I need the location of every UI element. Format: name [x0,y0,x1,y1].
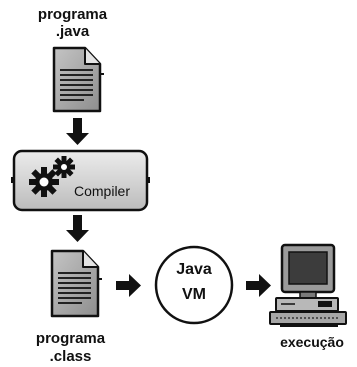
gears-icon [29,156,75,197]
compiler-label: Compiler [73,183,130,199]
jvm-label-line1: Java [176,261,212,278]
computer-icon [269,243,347,327]
arrow-down-icon [66,118,89,145]
source-file-extension: .java [55,23,90,40]
compiler-box [11,149,150,212]
jvm-label-line2: VM [182,286,206,303]
jvm-circle [154,245,234,325]
execution-label: execução [280,334,344,350]
source-file-name: programa [37,6,108,23]
arrow-right-icon [116,274,141,297]
class-file-extension: .class [49,348,92,365]
class-file-name: programa [35,330,106,347]
arrow-down-icon [66,215,89,242]
source-document-icon [52,46,104,113]
arrow-right-icon [246,274,271,297]
class-document-icon [50,249,102,318]
